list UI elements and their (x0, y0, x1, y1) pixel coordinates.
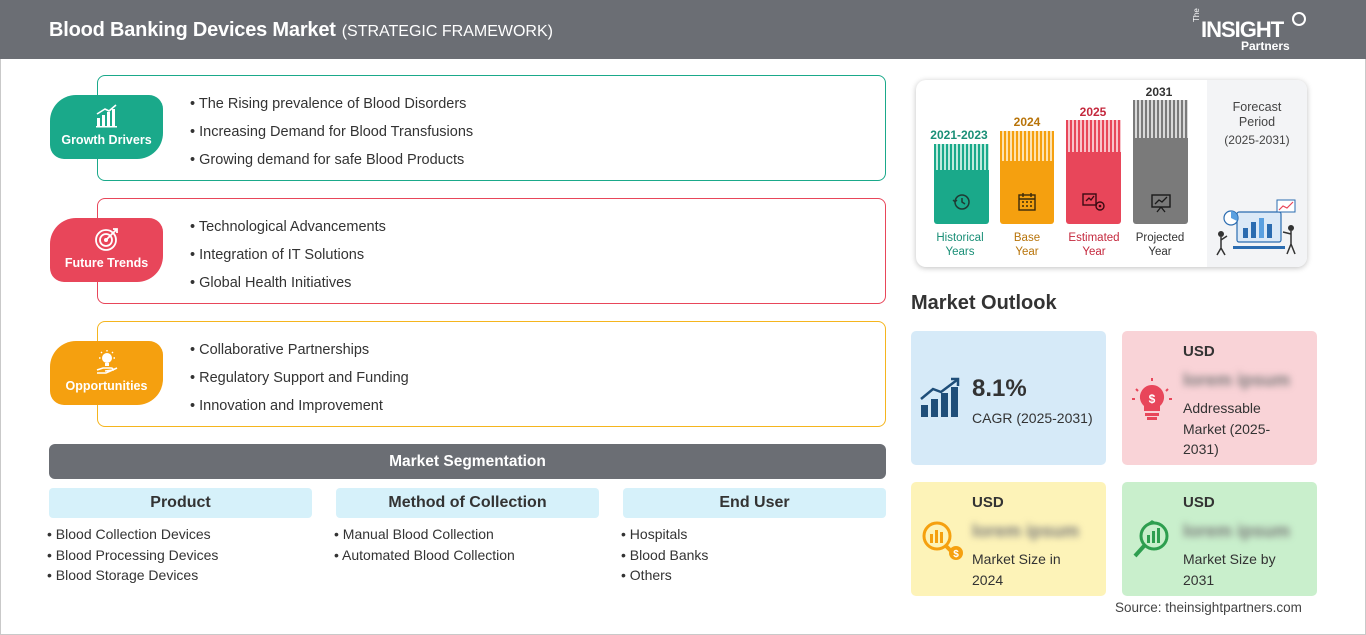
market-size-2024-card: $ USD lorem ipsum Market Size in 2024 (911, 482, 1106, 596)
presentation-chart-icon (1151, 194, 1171, 213)
end-user-list: Hospitals Blood Banks Others (621, 525, 709, 587)
segment-heading-product: Product (49, 488, 312, 518)
growth-drivers-box: The Rising prevalence of Blood Disorders… (97, 75, 886, 181)
list-item: Hospitals (621, 525, 708, 546)
source-note: Source: theinsightpartners.com (1115, 600, 1302, 615)
estimate-settings-icon (1082, 193, 1105, 211)
bar-chart-growth-icon (96, 104, 117, 128)
market-size-2031-currency: USD (1183, 494, 1215, 511)
coin-magnifier-icon: $ (922, 521, 963, 560)
future-trends-box: Technological Advancements Integration o… (97, 198, 886, 304)
svg-text:$: $ (1149, 392, 1156, 406)
analytics-illustration-icon (1216, 199, 1296, 256)
forecast-period-panel: Forecast Period (2025-2031) (1207, 80, 1307, 267)
timeline-bar-historical (934, 144, 989, 224)
list-item: Others (621, 566, 708, 587)
list-item: Increasing Demand for Blood Transfusions (190, 122, 473, 150)
method-list: Manual Blood Collection Automated Blood … (334, 525, 515, 566)
chart-magnifier-icon (1133, 520, 1169, 558)
market-size-2024-value-blurred: lorem ipsum (972, 521, 1080, 541)
timeline-year-estimated: 2025 (1079, 105, 1107, 119)
timeline-bar-projected (1133, 100, 1188, 224)
growth-drivers-list: The Rising prevalence of Blood Disorders… (190, 94, 473, 178)
future-trends-list: Technological Advancements Integration o… (190, 217, 386, 301)
list-item: Blood Storage Devices (47, 566, 218, 587)
timeline-year-base: 2024 (1013, 115, 1041, 129)
list-item: Blood Banks (621, 546, 709, 567)
list-item: Collaborative Partnerships (190, 340, 409, 368)
list-item: Growing demand for safe Blood Products (190, 150, 473, 178)
list-item: Manual Blood Collection (334, 525, 515, 546)
growth-chart-icon (920, 377, 960, 417)
list-item: Innovation and Improvement (190, 396, 409, 424)
list-item: The Rising prevalence of Blood Disorders (190, 94, 473, 122)
history-clock-icon (952, 194, 970, 210)
timeline-bar-base (1000, 131, 1054, 224)
list-item: Global Health Initiatives (190, 273, 386, 301)
opportunities-badge: Opportunities (50, 341, 163, 405)
insight-partners-logo[interactable]: The INSIGHT Partners (1192, 8, 1312, 54)
target-icon (95, 228, 118, 251)
page-subtitle: (STRATEGIC FRAMEWORK) (341, 23, 553, 40)
dollar-bulb-icon: $ (1132, 378, 1172, 420)
header-bar: Blood Banking Devices Market(STRATEGIC F… (0, 0, 1366, 59)
market-size-2031-label: Market Size by 2031 (1183, 551, 1276, 588)
list-item: Blood Processing Devices (47, 546, 219, 567)
market-segmentation-header: Market Segmentation (49, 444, 886, 479)
calendar-icon (1018, 193, 1036, 211)
addressable-currency: USD (1183, 343, 1215, 360)
addressable-market-card: $ USD lorem ipsum Addressable Market (20… (1122, 331, 1317, 465)
list-item: Integration of IT Solutions (190, 245, 386, 273)
timeline-year-projected: 2031 (1145, 85, 1173, 99)
opportunities-box: Collaborative Partnerships Regulatory Su… (97, 321, 886, 427)
growth-drivers-badge: Growth Drivers (50, 95, 163, 159)
svg-text:$: $ (953, 549, 959, 560)
addressable-label: Addressable Market (2025-2031) (1183, 400, 1271, 457)
market-size-2031-card: USD lorem ipsum Market Size by 2031 (1122, 482, 1317, 596)
cagr-card: 8.1% CAGR (2025-2031) (911, 331, 1106, 465)
cagr-label: CAGR (2025-2031) (972, 410, 1093, 426)
product-list: Blood Collection Devices Blood Processin… (47, 525, 219, 587)
page-title: Blood Banking Devices Market(STRATEGIC F… (49, 19, 553, 41)
timeline-bar-estimated (1066, 120, 1121, 224)
forecast-title: Forecast Period (1232, 100, 1282, 129)
list-item: Automated Blood Collection (334, 546, 515, 567)
market-size-2024-currency: USD (972, 494, 1004, 511)
list-item: Technological Advancements (190, 217, 386, 245)
opportunities-list: Collaborative Partnerships Regulatory Su… (190, 340, 409, 424)
lightbulb-hand-icon (96, 350, 118, 374)
addressable-value-blurred: lorem ipsum (1183, 370, 1291, 390)
market-size-2024-label: Market Size in 2024 (972, 551, 1061, 588)
market-size-2031-value-blurred: lorem ipsum (1183, 521, 1291, 541)
market-outlook-title: Market Outlook (911, 292, 1057, 314)
cagr-value: 8.1% (972, 375, 1027, 402)
future-trends-badge: Future Trends (50, 218, 163, 282)
forecast-period: (2025-2031) (1224, 133, 1290, 147)
segment-heading-method: Method of Collection (336, 488, 599, 518)
list-item: Blood Collection Devices (47, 525, 218, 546)
list-item: Regulatory Support and Funding (190, 368, 409, 396)
timeline-year-historical: 2021-2023 (930, 128, 988, 142)
segment-heading-end-user: End User (623, 488, 886, 518)
